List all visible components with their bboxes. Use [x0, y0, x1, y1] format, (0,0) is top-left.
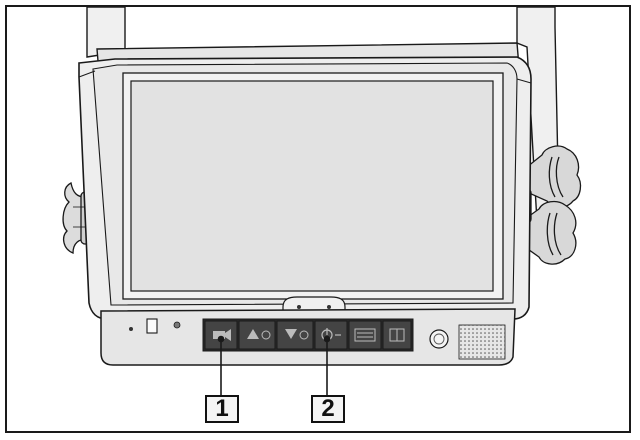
mirror-icon: [382, 320, 412, 350]
round-button: [429, 329, 449, 349]
callout-leaders: [217, 335, 331, 397]
monitor-illustration: [62, 7, 582, 397]
menu-icon: [348, 320, 382, 350]
monitor-housing: [78, 56, 532, 320]
callout-1: 1: [205, 395, 239, 423]
figure-frame: 1 2: [5, 5, 631, 433]
speaker-grille: [458, 324, 506, 360]
button-strip: [202, 318, 414, 352]
power-icon: [314, 320, 348, 350]
monitor-screen: [130, 80, 494, 292]
callout-2: 2: [311, 395, 345, 423]
up-arrow-brightness-icon: [238, 320, 276, 350]
down-arrow-brightness-icon: [276, 320, 314, 350]
